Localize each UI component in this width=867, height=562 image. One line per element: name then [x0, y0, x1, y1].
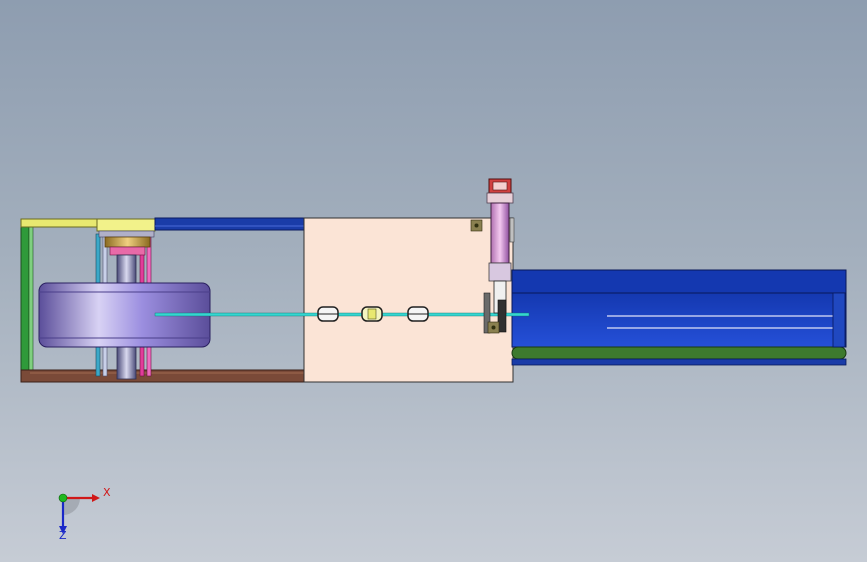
guide-rollers: [317, 306, 429, 322]
roller-3: [407, 306, 429, 322]
axis-triad: [58, 493, 100, 534]
x-axis-label: X: [103, 486, 111, 499]
top-rail: [154, 217, 308, 231]
y-axis-dot: [58, 493, 68, 503]
roller-2: [361, 306, 383, 322]
wire-spool: [38, 282, 211, 348]
conveyor: [511, 269, 847, 366]
cutter-assembly: [470, 178, 515, 334]
z-axis-label: Z: [59, 529, 67, 542]
wire: [154, 312, 530, 317]
center-plate: [303, 217, 514, 383]
roller-1: [317, 306, 339, 322]
